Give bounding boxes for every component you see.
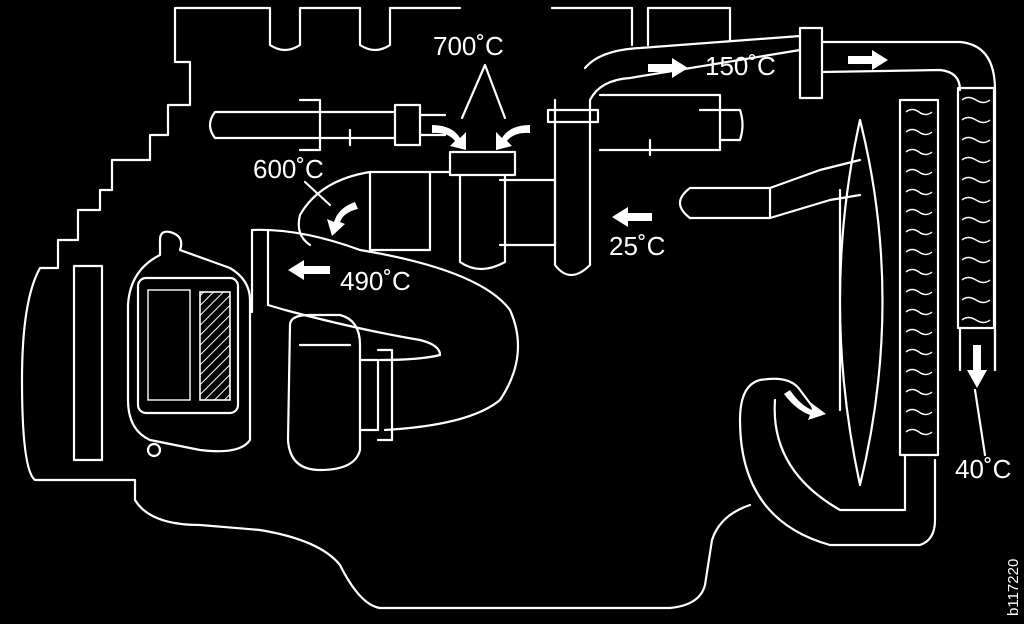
egr-cooler	[598, 93, 744, 157]
cool-air-pipe	[678, 158, 862, 220]
filter-frame	[136, 276, 240, 415]
leader-600	[303, 180, 332, 207]
intercooler-outlet-pipe	[958, 326, 997, 372]
cooling-fan	[838, 118, 884, 487]
arrow-600	[327, 202, 358, 236]
label-600: 600˚C	[253, 154, 324, 184]
label-40: 40˚C	[955, 454, 1011, 484]
intercooler	[956, 86, 996, 330]
engine-block-outline	[20, 6, 752, 610]
radiator-fins	[905, 108, 933, 436]
arrow-490	[288, 260, 330, 280]
filter-cartridge-left	[147, 289, 191, 401]
arrow-40-down	[967, 345, 987, 388]
arrow-700-right	[496, 125, 530, 150]
turbocharger	[286, 313, 394, 472]
label-700: 700˚C	[433, 31, 504, 61]
label-150: 150˚C	[705, 51, 776, 81]
arrow-fan-return	[784, 390, 826, 420]
arrow-150-right	[848, 50, 888, 70]
filter-mount	[146, 442, 162, 458]
filter-cartridge-right	[199, 291, 231, 401]
radiator	[898, 98, 940, 457]
leader-40	[973, 388, 987, 457]
egr-pipe	[208, 98, 447, 152]
arrow-25	[612, 207, 652, 227]
intercooler-fins	[961, 96, 991, 324]
air-filter-housing	[126, 230, 252, 453]
label-490: 490˚C	[340, 266, 411, 296]
timing-cover	[72, 264, 104, 462]
figure-code: b117220	[1005, 559, 1022, 616]
leader-700	[460, 63, 507, 120]
hot-air-pipe	[546, 34, 802, 277]
charge-air-elbow	[250, 228, 520, 432]
lower-radiator-hose	[738, 377, 937, 547]
exhaust-manifold	[368, 150, 557, 271]
arrow-700-left	[432, 125, 466, 150]
arrow-150-left	[648, 58, 688, 78]
charge-air-pipe	[798, 26, 997, 372]
label-25: 25˚C	[609, 231, 665, 261]
